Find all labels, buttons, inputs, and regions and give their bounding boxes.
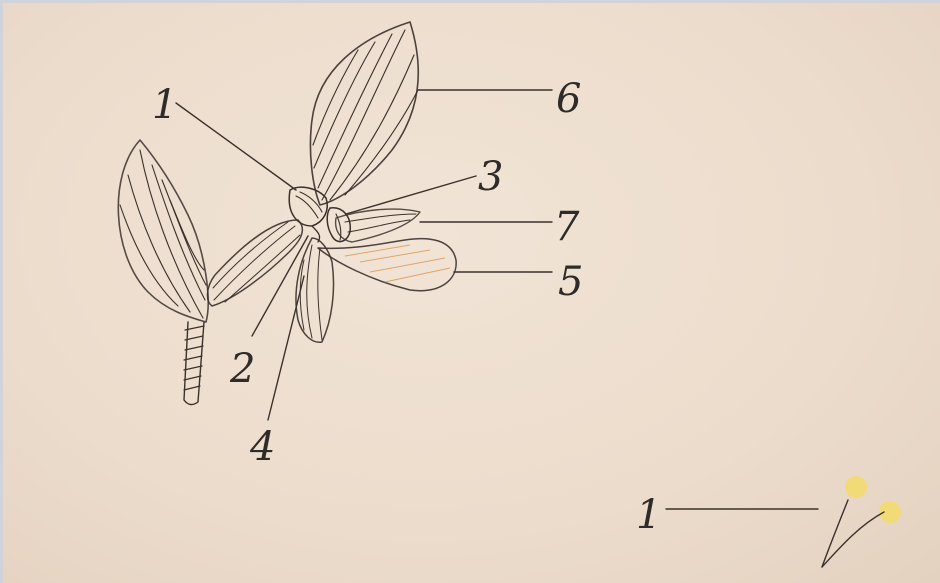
callout-1: 1 <box>152 82 177 128</box>
callout-3: 3 <box>478 154 503 200</box>
leaf-stem <box>184 322 204 405</box>
callout-4: 4 <box>249 424 275 470</box>
callout-1-detail: 1 <box>636 492 661 538</box>
lip <box>318 239 456 291</box>
lower-petal <box>296 238 334 342</box>
left-petal <box>207 220 302 306</box>
callout-5: 5 <box>558 259 583 305</box>
leaf <box>118 140 208 322</box>
upper-petal <box>310 22 418 205</box>
callout-6: 6 <box>556 76 581 122</box>
callout-7: 7 <box>554 204 580 250</box>
pollinia-detail <box>822 476 901 567</box>
callout-2: 2 <box>229 346 255 392</box>
